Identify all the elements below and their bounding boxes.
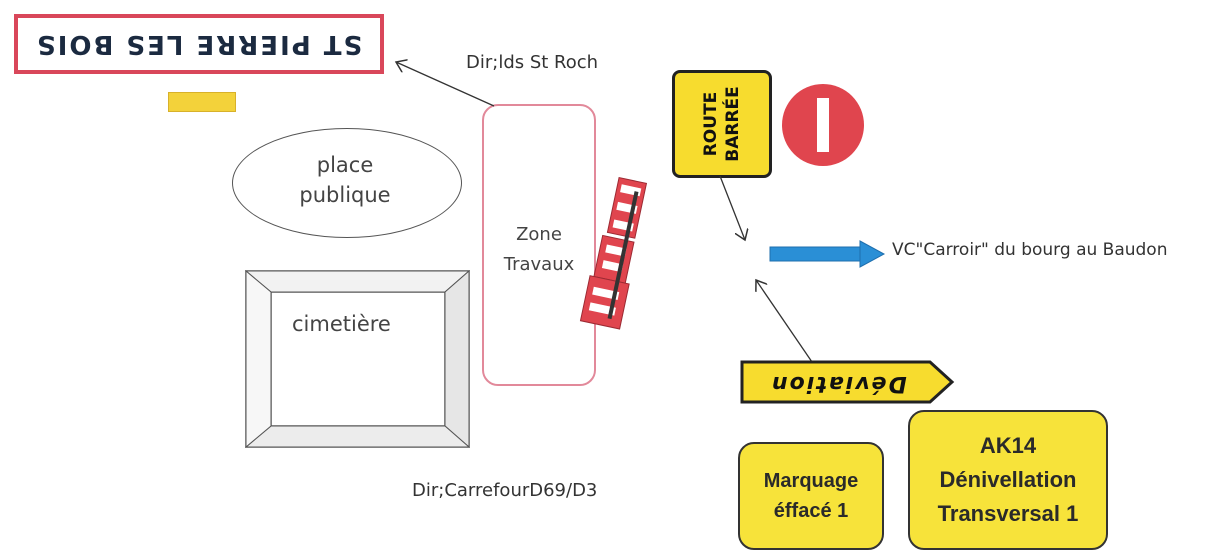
small-yellow-marker <box>168 92 236 112</box>
marquage-box: Marquage éffacé 1 <box>738 442 884 550</box>
cemetery-label: cimetière <box>292 312 391 336</box>
arrow-to-town <box>396 62 495 107</box>
blue-direction-arrow <box>769 240 886 268</box>
dir-carrefour-label: Dir;CarrefourD69/D3 <box>412 480 598 501</box>
ak14-line1: AK14 <box>979 433 1037 458</box>
ak14-line3: Transversal 1 <box>937 501 1079 526</box>
deviation-sign-text: Déviation <box>769 370 907 396</box>
no-entry-sign-icon <box>782 84 864 166</box>
zone-travaux-box <box>482 104 596 386</box>
barrier-icon <box>579 176 648 330</box>
place-publique-label: place publique <box>299 153 391 207</box>
marquage-text: Marquage éffacé 1 <box>763 470 859 522</box>
no-entry-bar <box>817 98 829 152</box>
place-publique-ellipse <box>232 128 462 238</box>
cemetery-box <box>245 270 470 448</box>
dir-st-roch-label: Dir;lds St Roch <box>466 52 599 73</box>
arrow-from-deviation <box>756 280 813 363</box>
arrow-from-route-barree <box>719 175 745 240</box>
ak14-line2: Dénivellation <box>939 467 1077 492</box>
deviation-sign-shape <box>740 360 955 404</box>
deviation-sign: Déviation <box>748 366 928 400</box>
zone-travaux-label: Zone Travaux <box>503 224 575 275</box>
route-barree-sign: ROUTE BARRÉE <box>672 70 772 178</box>
vc-carroir-label: VC"Carroir" du bourg au Baudon <box>892 240 1168 260</box>
town-sign: ST PIERRE LES BOIS <box>14 14 384 74</box>
ak14-box: AK14 Dénivellation Transversal 1 <box>908 410 1108 550</box>
